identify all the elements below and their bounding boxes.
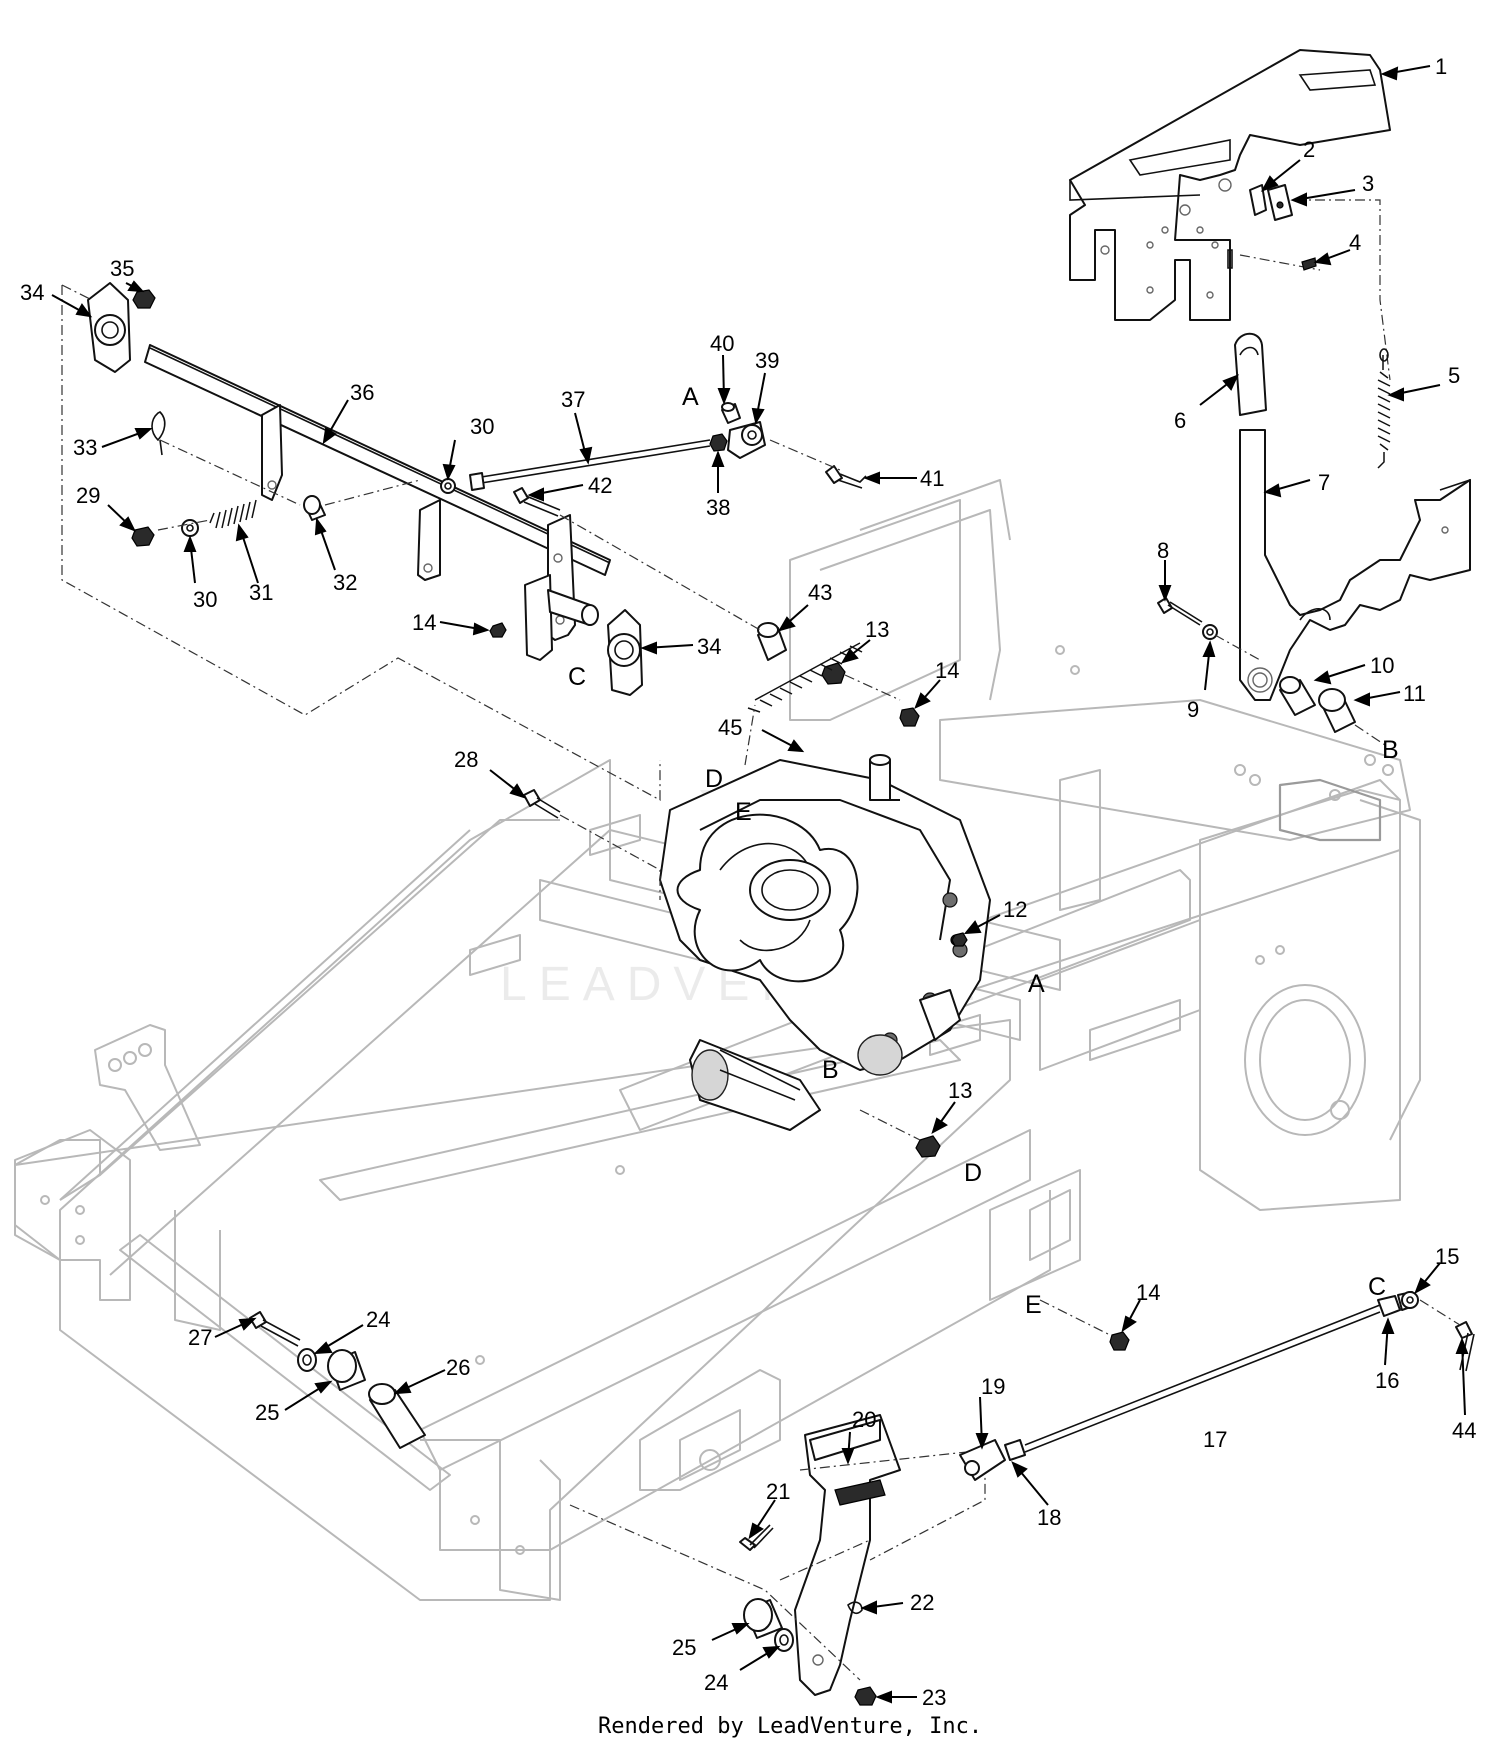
callout-30-upper: 30 (470, 414, 494, 439)
callout-34-right: 34 (697, 634, 721, 659)
leader-arrows (51, 65, 1469, 1704)
callout-10: 10 (1370, 653, 1394, 678)
callout-39: 39 (755, 348, 779, 373)
callout-12: 12 (1003, 897, 1027, 922)
callout-28: 28 (454, 747, 478, 772)
callout-6: 6 (1174, 408, 1186, 433)
callout-14-lower: 14 (1136, 1280, 1160, 1305)
callout-34-left: 34 (20, 280, 44, 305)
callout-21: 21 (766, 1479, 790, 1504)
callout-9: 9 (1187, 697, 1199, 722)
callout-40: 40 (710, 331, 734, 356)
letter-c-shaft: C (568, 663, 586, 691)
brake-lever (1239, 429, 1471, 701)
callout-26: 26 (446, 1355, 470, 1380)
letter-a-pump: A (1028, 970, 1045, 998)
callout-25-upper: 25 (255, 1400, 279, 1425)
callout-2: 2 (1303, 137, 1315, 162)
callout-16: 16 (1375, 1368, 1399, 1393)
cross-shaft-assembly (61, 282, 920, 802)
callout-7: 7 (1318, 470, 1330, 495)
callout-5: 5 (1448, 363, 1460, 388)
callout-17: 17 (1203, 1427, 1227, 1452)
callout-labels: 1 2 3 4 5 6 7 8 9 10 11 12 13 13 14 14 1… (20, 54, 1476, 1710)
return-spring (1377, 348, 1391, 469)
letter-e-frame: E (1025, 1291, 1042, 1319)
callout-32: 32 (333, 570, 357, 595)
callout-38: 38 (706, 495, 730, 520)
callout-13-upper: 13 (865, 617, 889, 642)
pivot-bolt-assembly (1157, 597, 1261, 661)
hydro-transmission (659, 754, 991, 1131)
callout-35: 35 (110, 256, 134, 281)
footer-credit: Rendered by LeadVenture, Inc. (598, 1714, 982, 1739)
callout-29: 29 (76, 483, 100, 508)
callout-42: 42 (588, 473, 612, 498)
callout-14-upper-left: 14 (412, 610, 436, 635)
callout-43: 43 (808, 580, 832, 605)
callout-30-left: 30 (193, 587, 217, 612)
callout-45: 45 (718, 715, 742, 740)
callout-20: 20 (852, 1407, 876, 1432)
callout-8: 8 (1157, 538, 1169, 563)
letter-b-lever: B (1382, 736, 1399, 764)
callout-24-lower: 24 (704, 1670, 728, 1695)
callout-11: 11 (1403, 681, 1426, 706)
nut-12 (951, 932, 968, 947)
callout-25-lower: 25 (672, 1635, 696, 1660)
connection-letters: A A B B C C D D E E (568, 383, 1399, 1319)
callout-19: 19 (981, 1374, 1005, 1399)
callout-36: 36 (350, 380, 374, 405)
lower-linkage (249, 1109, 1475, 1706)
callout-14-upper-right: 14 (935, 658, 959, 683)
letter-d-spring: D (705, 765, 723, 793)
callout-24-upper: 24 (366, 1307, 390, 1332)
callout-1: 1 (1435, 54, 1447, 79)
control-bracket (1069, 49, 1391, 321)
callout-37: 37 (561, 387, 585, 412)
callout-23: 23 (922, 1685, 946, 1710)
callout-31: 31 (249, 580, 273, 605)
callout-41: 41 (920, 466, 944, 491)
callout-27: 27 (188, 1325, 212, 1350)
pivot-bushing (1279, 676, 1386, 746)
letter-a-top: A (682, 383, 699, 411)
letter-d-frame: D (964, 1159, 982, 1187)
callout-4: 4 (1349, 230, 1361, 255)
callout-3: 3 (1362, 171, 1374, 196)
callout-44: 44 (1452, 1418, 1476, 1443)
callout-33: 33 (73, 435, 97, 460)
letter-b-frame: B (822, 1056, 839, 1084)
safety-switch (1239, 184, 1391, 381)
callout-13-lower: 13 (948, 1078, 972, 1103)
callout-18: 18 (1037, 1505, 1061, 1530)
callout-22: 22 (910, 1590, 934, 1615)
letter-e-spring: E (735, 798, 752, 826)
letter-c-rod: C (1368, 1273, 1386, 1301)
brake-pad (1234, 332, 1267, 416)
frame-bolt (523, 789, 661, 900)
callout-15: 15 (1435, 1244, 1459, 1269)
